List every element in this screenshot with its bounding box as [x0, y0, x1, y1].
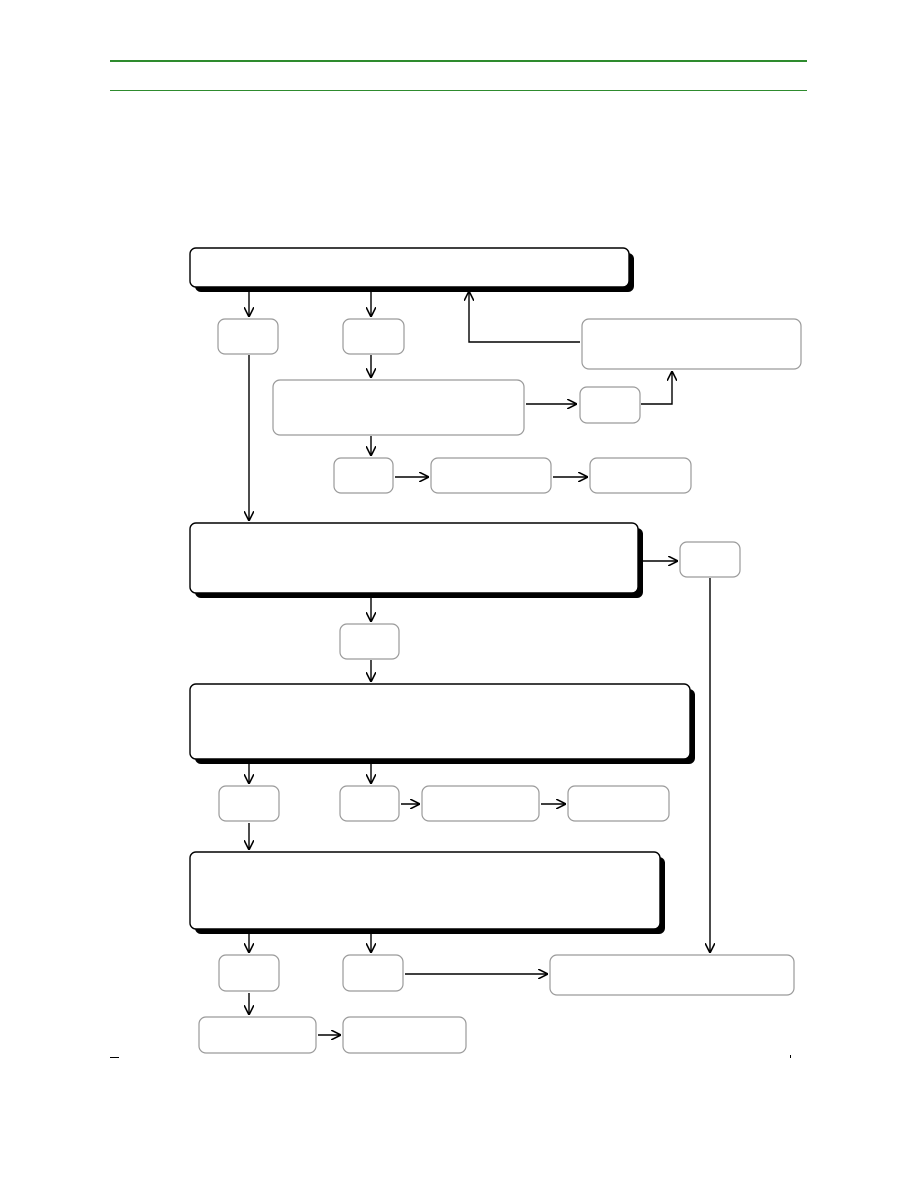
box-stage-4 — [189, 851, 661, 930]
box-side-small — [579, 386, 641, 424]
box-d3 — [421, 785, 540, 822]
box-stage-3 — [189, 683, 691, 760]
box-d1 — [218, 785, 280, 822]
box-mid-wide — [272, 379, 525, 436]
page-corner-mark-right — [790, 1055, 791, 1058]
box-d4 — [567, 785, 670, 822]
box-top-main — [189, 247, 630, 288]
header-rule-bottom — [110, 90, 807, 91]
box-stage-2 — [189, 522, 639, 594]
flowchart-boxes — [189, 247, 802, 1054]
box-top-right-note — [581, 318, 802, 370]
box-a2 — [342, 318, 405, 355]
flowchart-connectors — [249, 291, 710, 1035]
box-e1 — [218, 954, 280, 992]
box-b1 — [333, 457, 394, 494]
arrow-side-to-note — [641, 372, 672, 405]
page-corner-mark-left — [110, 1057, 119, 1058]
box-c1 — [339, 623, 400, 660]
header-rule-top — [110, 60, 807, 62]
box-f2 — [342, 1016, 467, 1054]
box-e-right-note — [549, 954, 795, 996]
box-c-right — [679, 541, 741, 578]
box-a1 — [217, 318, 279, 355]
box-b2 — [430, 457, 552, 494]
box-e2 — [342, 954, 404, 992]
box-d2 — [339, 785, 400, 822]
box-f1 — [198, 1016, 317, 1054]
arrow-note-back-to-top — [469, 292, 580, 343]
box-b3 — [589, 457, 692, 494]
